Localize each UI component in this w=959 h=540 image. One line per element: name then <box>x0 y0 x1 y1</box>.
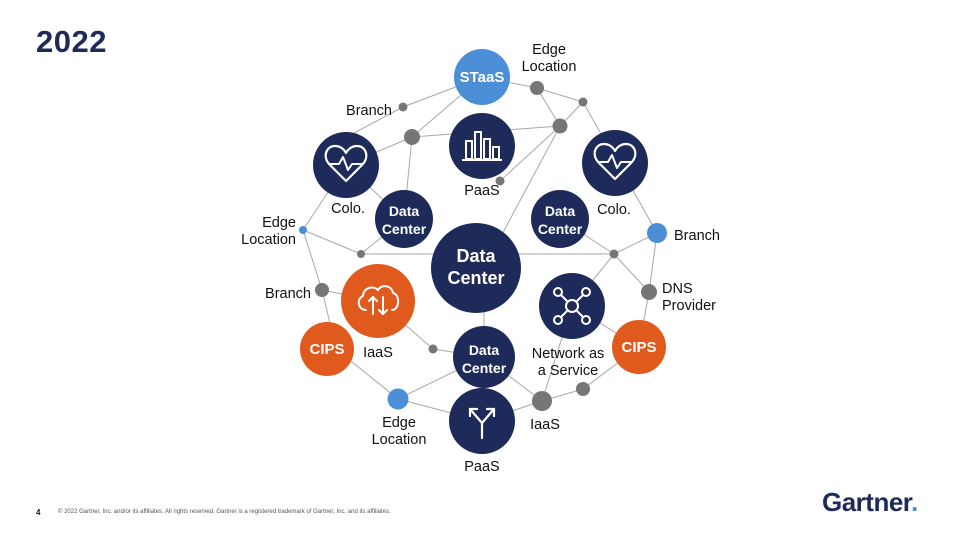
iaas-right-label: IaaS <box>530 417 560 433</box>
edge-location-node <box>387 388 409 410</box>
fork-arrow-icon <box>468 407 496 440</box>
paas-top-label: PaaS <box>464 183 499 199</box>
gray-connector-nodes <box>315 81 657 411</box>
branch-node <box>647 223 667 243</box>
data-center-node-left <box>375 190 433 248</box>
logo-text: Gartner <box>822 487 912 517</box>
naas-line1: Network as <box>532 346 605 362</box>
connector-node <box>315 283 329 297</box>
edge-location-top-line1: Edge <box>532 42 566 58</box>
edge-location-left-line1: Edge <box>262 215 296 231</box>
logo-dot: . <box>911 487 918 517</box>
heart-pulse-icon <box>324 144 368 183</box>
central-dc-line1: Data <box>456 246 496 266</box>
cips-node-left <box>300 322 354 376</box>
copyright-notice: © 2022 Gartner, Inc. and/or its affiliat… <box>58 509 391 515</box>
connector-node <box>578 97 588 107</box>
dc-bottom-line1: Data <box>469 342 500 358</box>
dns-provider-line2: Provider <box>662 298 716 314</box>
dc-left-line2: Center <box>382 221 427 237</box>
connector-node <box>404 129 420 145</box>
connector-node <box>576 382 590 396</box>
connector-node <box>495 176 505 186</box>
edge-location-bottom-line2: Location <box>372 432 427 448</box>
cips-right-label: CIPS <box>621 339 656 356</box>
dc-left-line1: Data <box>389 203 420 219</box>
slide-title: 2022 <box>36 24 107 59</box>
naas-line2: a Service <box>538 363 598 379</box>
bar-chart-icon <box>462 131 502 161</box>
connector-node <box>532 391 552 411</box>
page-number: 4 <box>36 508 41 517</box>
iaas-left-label: IaaS <box>363 345 393 361</box>
cips-left-label: CIPS <box>309 341 344 358</box>
branch-left-label: Branch <box>265 286 311 302</box>
connector-node <box>530 81 544 95</box>
colo-right-label: Colo. <box>597 202 631 218</box>
branch-right-label: Branch <box>674 228 720 244</box>
central-dc-line2: Center <box>447 268 504 288</box>
data-center-node-right <box>531 190 589 248</box>
edge-location-top-line2: Location <box>522 59 577 75</box>
connector-node <box>641 284 657 300</box>
connector-node <box>552 118 568 134</box>
connector-node <box>609 249 619 259</box>
edge-location-node <box>299 226 307 234</box>
connector-node <box>398 102 408 112</box>
colo-left-label: Colo. <box>331 201 365 217</box>
dc-right-line2: Center <box>538 221 583 237</box>
connector-node <box>428 344 438 354</box>
edge-location-left-line2: Location <box>241 232 296 248</box>
staas-label: STaaS <box>460 69 505 86</box>
edge-location-bottom-line1: Edge <box>382 415 416 431</box>
heart-pulse-icon <box>593 142 637 181</box>
dns-provider-line1: DNS <box>662 281 693 297</box>
dc-bottom-line2: Center <box>462 360 507 376</box>
central-data-center-node <box>431 223 521 313</box>
cips-node-right <box>612 320 666 374</box>
paas-node-bottom <box>449 388 515 454</box>
data-center-node-bottom <box>453 326 515 388</box>
connector-node <box>357 250 365 258</box>
dc-right-line1: Data <box>545 203 576 219</box>
branch-top-left-label: Branch <box>346 103 392 119</box>
cloud-upload-download-icon <box>357 285 400 315</box>
network-hub-icon <box>553 287 591 325</box>
gartner-logo: Gartner. <box>822 487 918 518</box>
staas-node <box>454 49 510 105</box>
naas-node <box>539 273 605 339</box>
paas-bottom-label: PaaS <box>464 459 499 475</box>
